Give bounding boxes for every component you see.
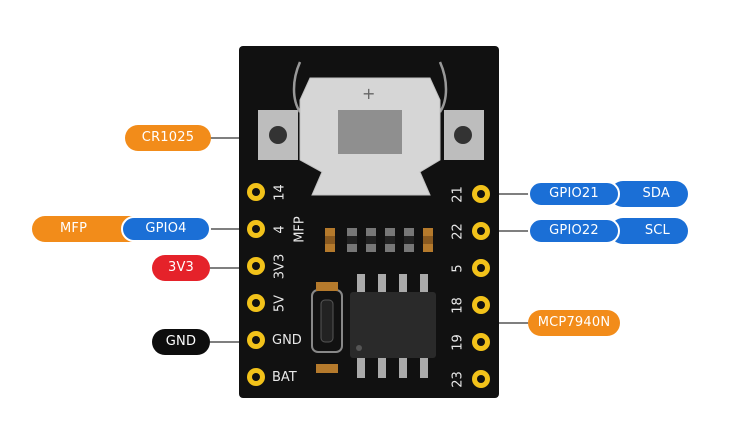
pin-label-gnd: GND	[272, 333, 302, 348]
pad-left-1	[247, 183, 265, 201]
callout-gpio22: GPIO22	[528, 218, 620, 244]
callout-cr1025: CR1025	[125, 125, 211, 151]
pad-right-4	[472, 296, 490, 314]
holder-tab-left-hole	[269, 126, 287, 144]
pad-left-4	[247, 294, 265, 312]
callout-mcp7940n: MCP7940N	[528, 310, 620, 336]
spring-wire-right	[438, 61, 448, 113]
cap-bottom	[316, 364, 338, 373]
pad-right-6	[472, 370, 490, 388]
callout-gpio4: GPIO4	[121, 216, 211, 242]
pad-right-1	[472, 185, 490, 203]
callout-sda: SDA	[610, 181, 688, 207]
pad-right-2	[472, 222, 490, 240]
pin-label-5: 5	[450, 264, 466, 273]
left-pads	[247, 183, 265, 386]
battery-holder-window	[338, 110, 402, 154]
pad-right-3	[472, 259, 490, 277]
pad-right-5	[472, 333, 490, 351]
pin-label-22: 22	[450, 223, 466, 240]
pin-label-18: 18	[450, 297, 466, 314]
crystal	[320, 299, 334, 343]
pad-left-5	[247, 331, 265, 349]
mcp7940n-chip	[350, 274, 436, 378]
smd-resistor-row	[325, 228, 433, 252]
silk-mfp: MFP	[292, 216, 308, 243]
spring-wire-left	[292, 61, 302, 113]
pin-label-bat: BAT	[272, 370, 297, 385]
pin-label-19: 19	[450, 334, 466, 351]
pin-label-23: 23	[450, 371, 466, 388]
pin-label-21: 21	[450, 186, 466, 203]
callout-scl: SCL	[610, 218, 688, 244]
pin-label-3v3: 3V3	[272, 253, 288, 280]
silk-plus: +	[362, 84, 376, 103]
pin-label-4: 4	[272, 225, 288, 234]
pin-label-5v: 5V	[272, 294, 288, 313]
callout-gpio21: GPIO21	[528, 181, 620, 207]
pad-left-2	[247, 220, 265, 238]
pin-label-14: 14	[272, 184, 288, 201]
right-pads	[472, 185, 490, 388]
pad-left-3	[247, 257, 265, 275]
callout-3v3: 3V3	[152, 255, 210, 281]
callout-gnd: GND	[152, 329, 210, 355]
holder-tab-right-hole	[454, 126, 472, 144]
pad-left-6	[247, 368, 265, 386]
cap-top	[316, 282, 338, 291]
